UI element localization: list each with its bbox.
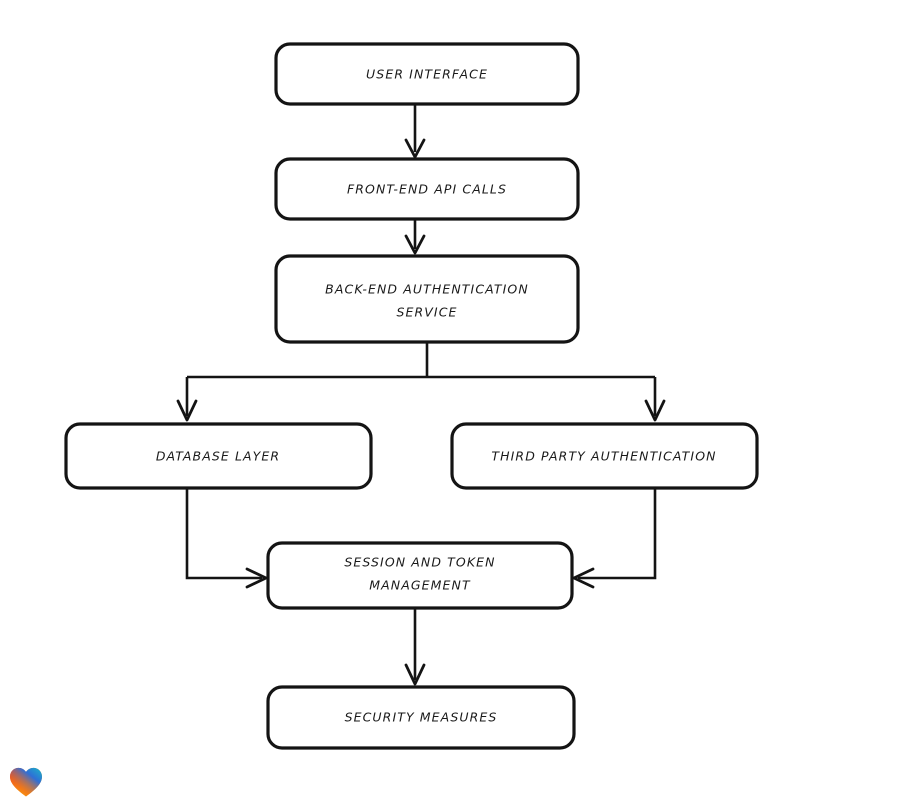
heart-overlay-shape [10,767,42,797]
user-interface-box[interactable] [274,42,580,106]
session-token-mgmt-label-line1: SESSION AND TOKEN [344,555,495,570]
back-end-auth-box[interactable] [274,254,580,344]
front-end-api-calls-box[interactable] [274,157,580,221]
database-layer-box[interactable] [64,422,373,490]
back-end-auth-label-line2: SERVICE [396,305,457,320]
edge-backend-to-third-party-auth [644,377,666,422]
security-measures-label: SECURITY MEASURES [345,710,498,725]
node-database-layer[interactable]: DATABASE LAYER [64,422,373,490]
heart-logo [10,767,42,797]
node-session-and-token-management[interactable]: SESSION AND TOKEN MANAGEMENT [266,541,574,610]
user-interface-label: USER INTERFACE [366,67,488,82]
node-back-end-authentication-service[interactable]: BACK-END AUTHENTICATION SERVICE [274,254,580,344]
node-front-end-api-calls[interactable]: FRONT-END API CALLS [274,157,580,221]
edge-api-to-backend [404,219,426,255]
session-token-mgmt-box[interactable] [266,541,574,610]
node-user-interface[interactable]: USER INTERFACE [274,42,580,106]
edge-third-party-to-session [572,488,657,589]
database-layer-label: DATABASE LAYER [156,449,280,464]
edge-ui-to-api [404,104,426,159]
back-end-auth-label-line1: BACK-END AUTHENTICATION [325,282,529,297]
edge-session-to-security [404,608,426,686]
third-party-auth-box[interactable] [450,422,759,490]
front-end-api-calls-label: FRONT-END API CALLS [347,182,507,197]
security-measures-box[interactable] [266,685,576,750]
session-token-mgmt-label-line2: MANAGEMENT [369,578,471,593]
node-security-measures[interactable]: SECURITY MEASURES [266,685,576,750]
edge-database-to-session [185,488,268,589]
node-third-party-authentication[interactable]: THIRD PARTY AUTHENTICATION [450,422,759,490]
edge-backend-to-database-layer [176,377,198,422]
edge-backend-split-trunk [187,342,655,379]
third-party-auth-label: THIRD PARTY AUTHENTICATION [491,449,716,464]
